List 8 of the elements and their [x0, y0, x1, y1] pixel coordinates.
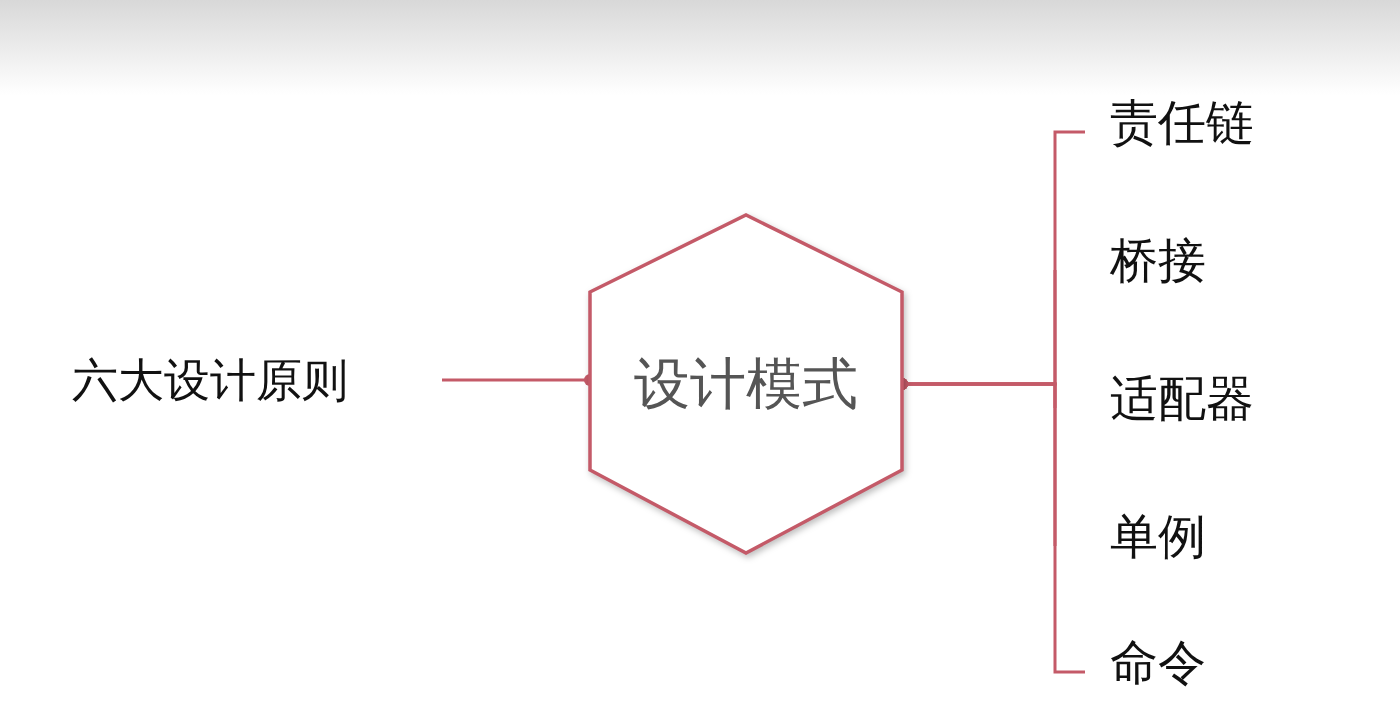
topic-label: 命令 — [1110, 632, 1310, 692]
topic-label: 适配器 — [1110, 368, 1310, 428]
topic-label: 六大设计原则 — [72, 350, 444, 410]
topic-label: 单例 — [1110, 506, 1310, 566]
topic-label: 责任链 — [1110, 92, 1310, 152]
hexagon — [590, 215, 902, 553]
hexagon-label: 设计模式 — [633, 350, 859, 418]
topic-label: 桥接 — [1110, 230, 1310, 290]
